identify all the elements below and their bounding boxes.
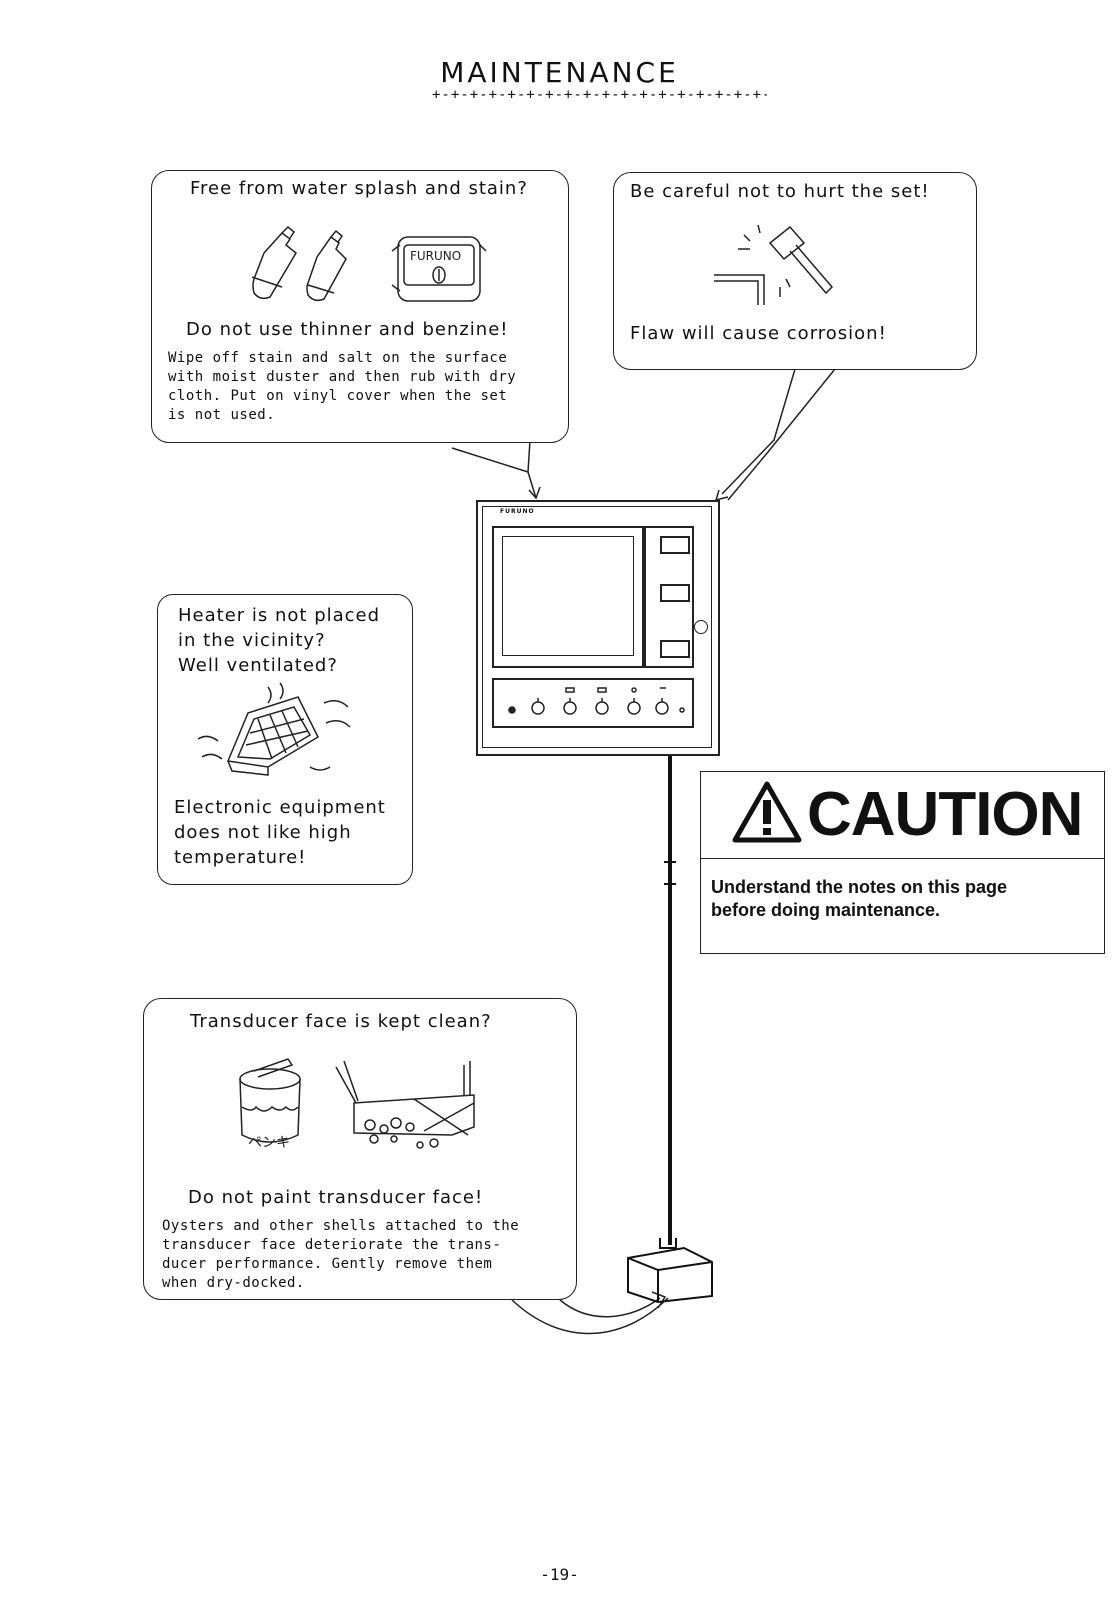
heater-question-line: in the vicinity? bbox=[178, 630, 326, 651]
heater-note-line: does not like high bbox=[174, 822, 352, 843]
heater-questions: Heater is not placed in the vicinity? We… bbox=[178, 603, 380, 678]
bottle-brand-label: FURUNO bbox=[410, 249, 461, 263]
digital-readout bbox=[660, 584, 690, 602]
heater-illustration bbox=[197, 682, 351, 776]
callout-be-careful: Be careful not to hurt the set! Flaw wil… bbox=[613, 172, 977, 370]
transducer-warning: Do not paint transducer face! bbox=[188, 1187, 484, 1208]
water-body-line: Wipe off stain and salt on the surface bbox=[168, 350, 508, 366]
transducer-callout-tail bbox=[511, 1297, 669, 1335]
digital-readout bbox=[660, 536, 690, 554]
water-callout-tail bbox=[451, 439, 531, 474]
echo-sounder-unit: FURUNO bbox=[476, 500, 720, 756]
warning-triangle-icon bbox=[732, 781, 802, 843]
transducer-body-line: Oysters and other shells attached to the bbox=[162, 1218, 520, 1234]
callout-water-splash: Free from water splash and stain? FURUNO… bbox=[151, 170, 569, 443]
caution-text-line: Understand the notes on this page bbox=[711, 877, 1008, 897]
transducer-illustration bbox=[627, 1238, 713, 1304]
side-knob bbox=[694, 620, 708, 634]
heater-note-line: Electronic equipment bbox=[174, 797, 386, 818]
careful-warning: Flaw will cause corrosion! bbox=[630, 323, 887, 344]
callout-heater: Heater is not placed in the vicinity? We… bbox=[157, 594, 413, 885]
water-body-line: with moist duster and then rub with dry bbox=[168, 369, 517, 385]
heater-note-line: temperature! bbox=[174, 847, 307, 868]
careful-heading: Be careful not to hurt the set! bbox=[630, 181, 930, 202]
transducer-body-line: ducer performance. Gently remove them bbox=[162, 1256, 493, 1272]
hammer-impact-illustration bbox=[714, 224, 834, 305]
caution-text: Understand the notes on this page before… bbox=[711, 876, 1091, 922]
transducer-body-line: transducer face deteriorate the trans- bbox=[162, 1237, 502, 1253]
heater-note: Electronic equipment does not like high … bbox=[174, 795, 386, 870]
readout-panel bbox=[644, 526, 694, 668]
caution-header: CAUTION bbox=[701, 772, 1104, 859]
transducer-heading: Transducer face is kept clean? bbox=[190, 1011, 492, 1032]
title-underline: +-+-+-+-+-+-+-+-+-+-+-+-+-+-+-+-+-+-+-+-… bbox=[432, 90, 767, 100]
transducer-body: Oysters and other shells attached to the… bbox=[162, 1217, 562, 1293]
heater-question-line: Heater is not placed bbox=[178, 605, 381, 626]
water-body: Wipe off stain and salt on the surface w… bbox=[168, 349, 558, 425]
callout-transducer: Transducer face is kept clean? ペンキ Do no… bbox=[143, 998, 577, 1300]
careful-callout-tail bbox=[721, 368, 796, 495]
transducer-body-line: when dry-docked. bbox=[162, 1275, 305, 1291]
control-knobs bbox=[508, 687, 685, 715]
water-body-line: cloth. Put on vinyl cover when the set bbox=[168, 388, 508, 404]
water-body-line: is not used. bbox=[168, 407, 276, 423]
paint-can-label: ペンキ bbox=[248, 1135, 290, 1151]
paint-and-oysters-illustration: ペンキ bbox=[239, 1058, 475, 1151]
water-warning: Do not use thinner and benzine! bbox=[186, 319, 509, 340]
caution-word: CAUTION bbox=[807, 780, 1083, 849]
caution-text-line: before doing maintenance. bbox=[711, 900, 941, 920]
page-number: -19- bbox=[540, 1565, 579, 1584]
device-screen bbox=[492, 526, 644, 668]
water-heading: Free from water splash and stain? bbox=[190, 178, 528, 199]
caution-notice: CAUTION Understand the notes on this pag… bbox=[700, 771, 1105, 954]
digital-readout bbox=[660, 640, 690, 658]
page-title: MAINTENANCE bbox=[440, 56, 679, 89]
heater-question-line: Well ventilated? bbox=[178, 655, 338, 676]
control-panel bbox=[492, 678, 694, 728]
solvent-bottles-illustration: FURUNO bbox=[251, 225, 487, 302]
device-brand: FURUNO bbox=[500, 508, 535, 515]
